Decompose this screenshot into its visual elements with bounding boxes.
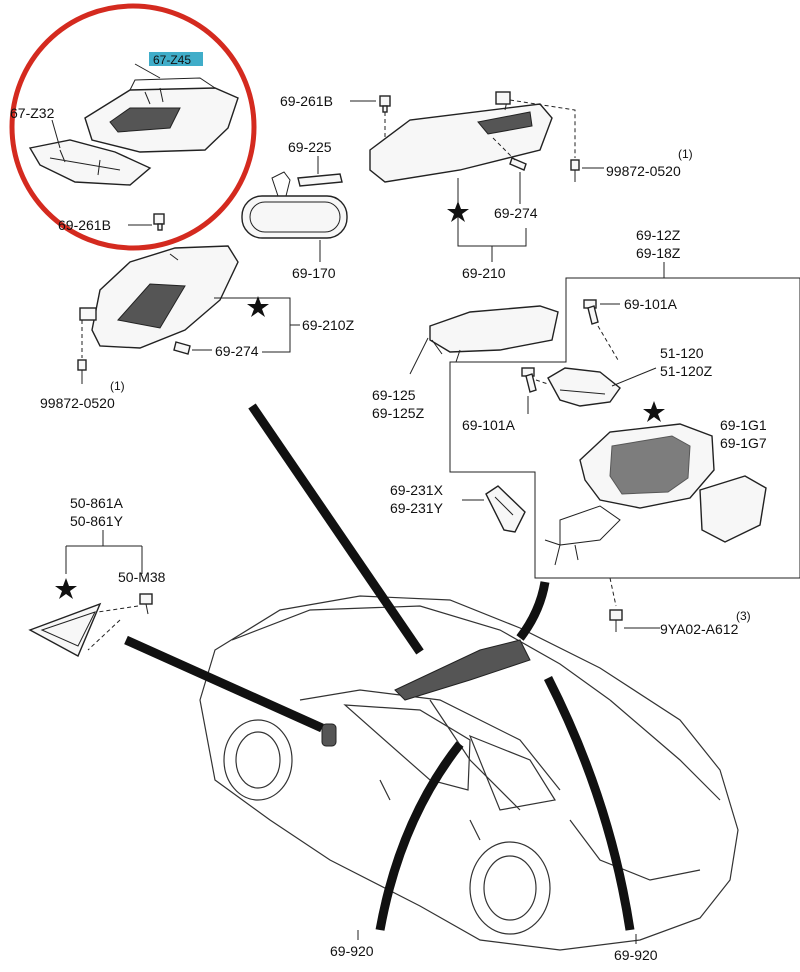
label-69-231y: 69-231Y (390, 500, 444, 516)
screw-9ya02-icon (609, 609, 623, 632)
label-69-125: 69-125 (372, 387, 416, 403)
label-69-170: 69-170 (292, 265, 336, 281)
screw-99872-0520-b-icon (77, 359, 87, 384)
label-50-861a: 50-861A (70, 495, 124, 511)
label-69-225: 69-225 (288, 139, 332, 155)
pointer-weatherstrip-left (375, 741, 464, 931)
label-99872-a-qty: (1) (678, 147, 693, 161)
visor-bracket-icon (495, 91, 511, 105)
mirror-group-box (449, 277, 800, 579)
label-69-231x: 69-231X (390, 482, 444, 498)
label-69-274-a: 69-274 (494, 205, 538, 221)
label-69-101a-a: 69-101A (624, 296, 678, 312)
visor-bracket-left-icon (79, 307, 97, 321)
pointer-overhead (248, 403, 424, 655)
quarter-glass-50-861a (28, 602, 102, 657)
label-69-125z: 69-125Z (372, 405, 425, 421)
top-label-box (149, 52, 203, 66)
label-9ya02-a612: 9YA02-A612 (660, 621, 739, 637)
label-69-12z: 69-12Z (636, 227, 681, 243)
screw-99872-0520-a-icon (570, 159, 580, 182)
label-50-861y: 50-861Y (70, 513, 124, 529)
label-99872-b-qty: (1) (110, 379, 125, 393)
label-51-120: 51-120 (660, 345, 704, 361)
label-69-274-b: 69-274 (215, 343, 259, 359)
console-lens (28, 139, 152, 186)
label-69-101a-b: 69-101A (462, 417, 516, 433)
label-69-920-a: 69-920 (330, 943, 374, 959)
door-mirror-housing (544, 423, 715, 566)
clip-69-261b-icon (153, 213, 165, 231)
label-9ya02-qty: (3) (736, 609, 751, 623)
bolt-69-101a-b-icon (521, 367, 537, 393)
label-69-210: 69-210 (462, 265, 506, 281)
label-69-18z: 69-18Z (636, 245, 681, 261)
star-icon (447, 201, 469, 222)
rearview-mirror (241, 171, 348, 239)
label-50-m38: 50-M38 (118, 569, 166, 585)
label-69-1g7: 69-1G7 (720, 435, 767, 451)
car-body (199, 595, 739, 951)
label-67-z32: 67-Z32 (10, 105, 55, 121)
overhead-console (84, 77, 239, 153)
sun-visor-right (369, 91, 553, 183)
visor-pin-69-274-icon (509, 157, 527, 171)
star-icon (643, 401, 665, 422)
mirror-cover-69-225 (297, 173, 343, 187)
star-icon (55, 578, 77, 599)
label-67-z45: 67-Z45 (153, 53, 191, 67)
clip-50-m38-icon (139, 593, 153, 615)
mirror-base-51-120 (547, 367, 621, 407)
clip-69-261b-b-icon (379, 95, 391, 113)
mirror-cover-69-125 (429, 305, 559, 363)
label-69-261b-a: 69-261B (58, 217, 111, 233)
mirror-garnish-69-231x (485, 485, 526, 533)
label-69-920-b: 69-920 (614, 947, 658, 963)
mirror-glass-69-1g1 (699, 475, 767, 543)
label-69-261b-b: 69-261B (280, 93, 333, 109)
label-51-120z: 51-120Z (660, 363, 713, 379)
pointer-weatherstrip-right (543, 675, 635, 931)
bolt-69-101a-a-icon (583, 299, 599, 325)
pointer-quarter-glass (124, 635, 324, 733)
sun-visor-left (91, 245, 239, 349)
label-99872-0520-b: 99872-0520 (40, 395, 115, 411)
label-99872-0520-a: 99872-0520 (606, 163, 681, 179)
highlight-circle (9, 3, 257, 251)
visor-pin-left-icon (173, 341, 191, 355)
label-69-1g1: 69-1G1 (720, 417, 767, 433)
label-69-210z: 69-210Z (302, 317, 355, 333)
pointer-door-mirror (516, 581, 550, 641)
star-icon (247, 296, 269, 317)
